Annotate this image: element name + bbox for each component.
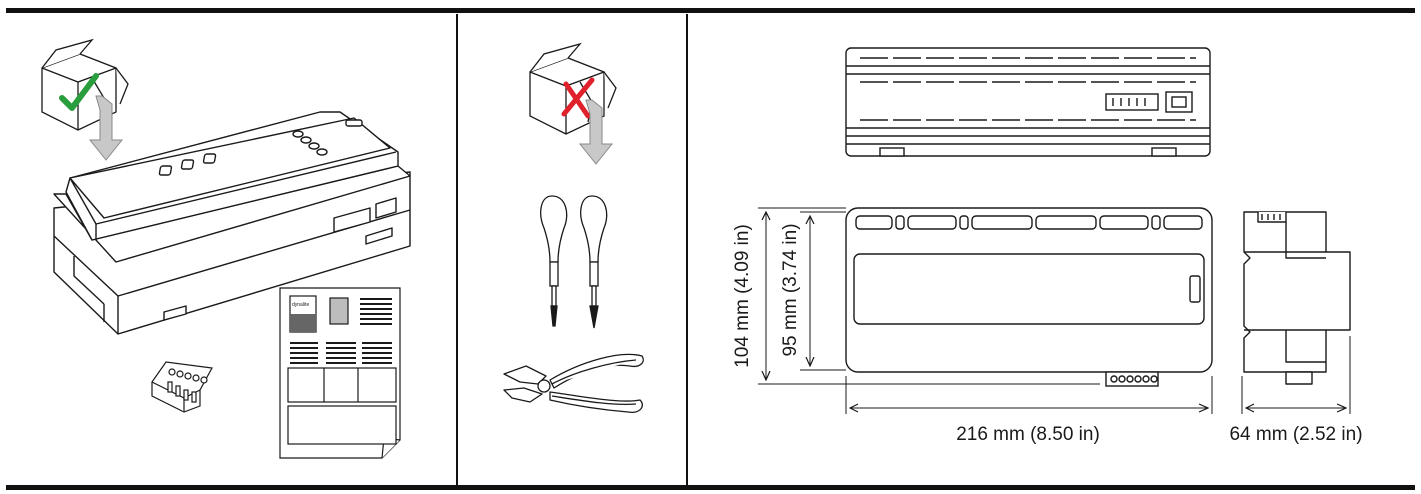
device-side-view [1243, 211, 1351, 385]
width-label: 216 mm (8.50 in) [956, 424, 1100, 445]
panel-tools [503, 42, 644, 413]
down-arrow-icon [88, 95, 124, 161]
cross-icon [561, 77, 595, 119]
device-top-view [845, 47, 1211, 157]
depth-label: 64 mm (2.52 in) [1229, 424, 1362, 445]
height-overall-label: 104 mm (4.09 in) [732, 224, 753, 368]
flat-screwdriver-icon [540, 195, 568, 327]
panel-divider-1 [456, 14, 458, 486]
terminal-block-connector [151, 361, 213, 413]
bottom-rule [6, 485, 1415, 490]
pliers-icon [503, 353, 644, 413]
panel-contents: dynalite [41, 38, 411, 459]
panel-divider-2 [686, 14, 688, 486]
device-front-view [845, 207, 1213, 387]
down-arrow-icon [578, 99, 614, 165]
svg-text:dynalite: dynalite [292, 302, 309, 308]
dimension-lines [758, 207, 1351, 414]
top-rule [6, 8, 1415, 13]
box-icon [41, 38, 129, 131]
controller-unit [53, 111, 411, 335]
box-icon [529, 42, 617, 135]
phillips-screwdriver-icon [580, 195, 608, 329]
instruction-sheet: dynalite [279, 287, 401, 459]
height-body-label: 95 mm (3.74 in) [780, 223, 801, 356]
checkmark-icon [59, 73, 99, 111]
panel-dimensions: 104 mm (4.09 in) 95 mm (3.74 in) 216 mm … [732, 47, 1363, 445]
